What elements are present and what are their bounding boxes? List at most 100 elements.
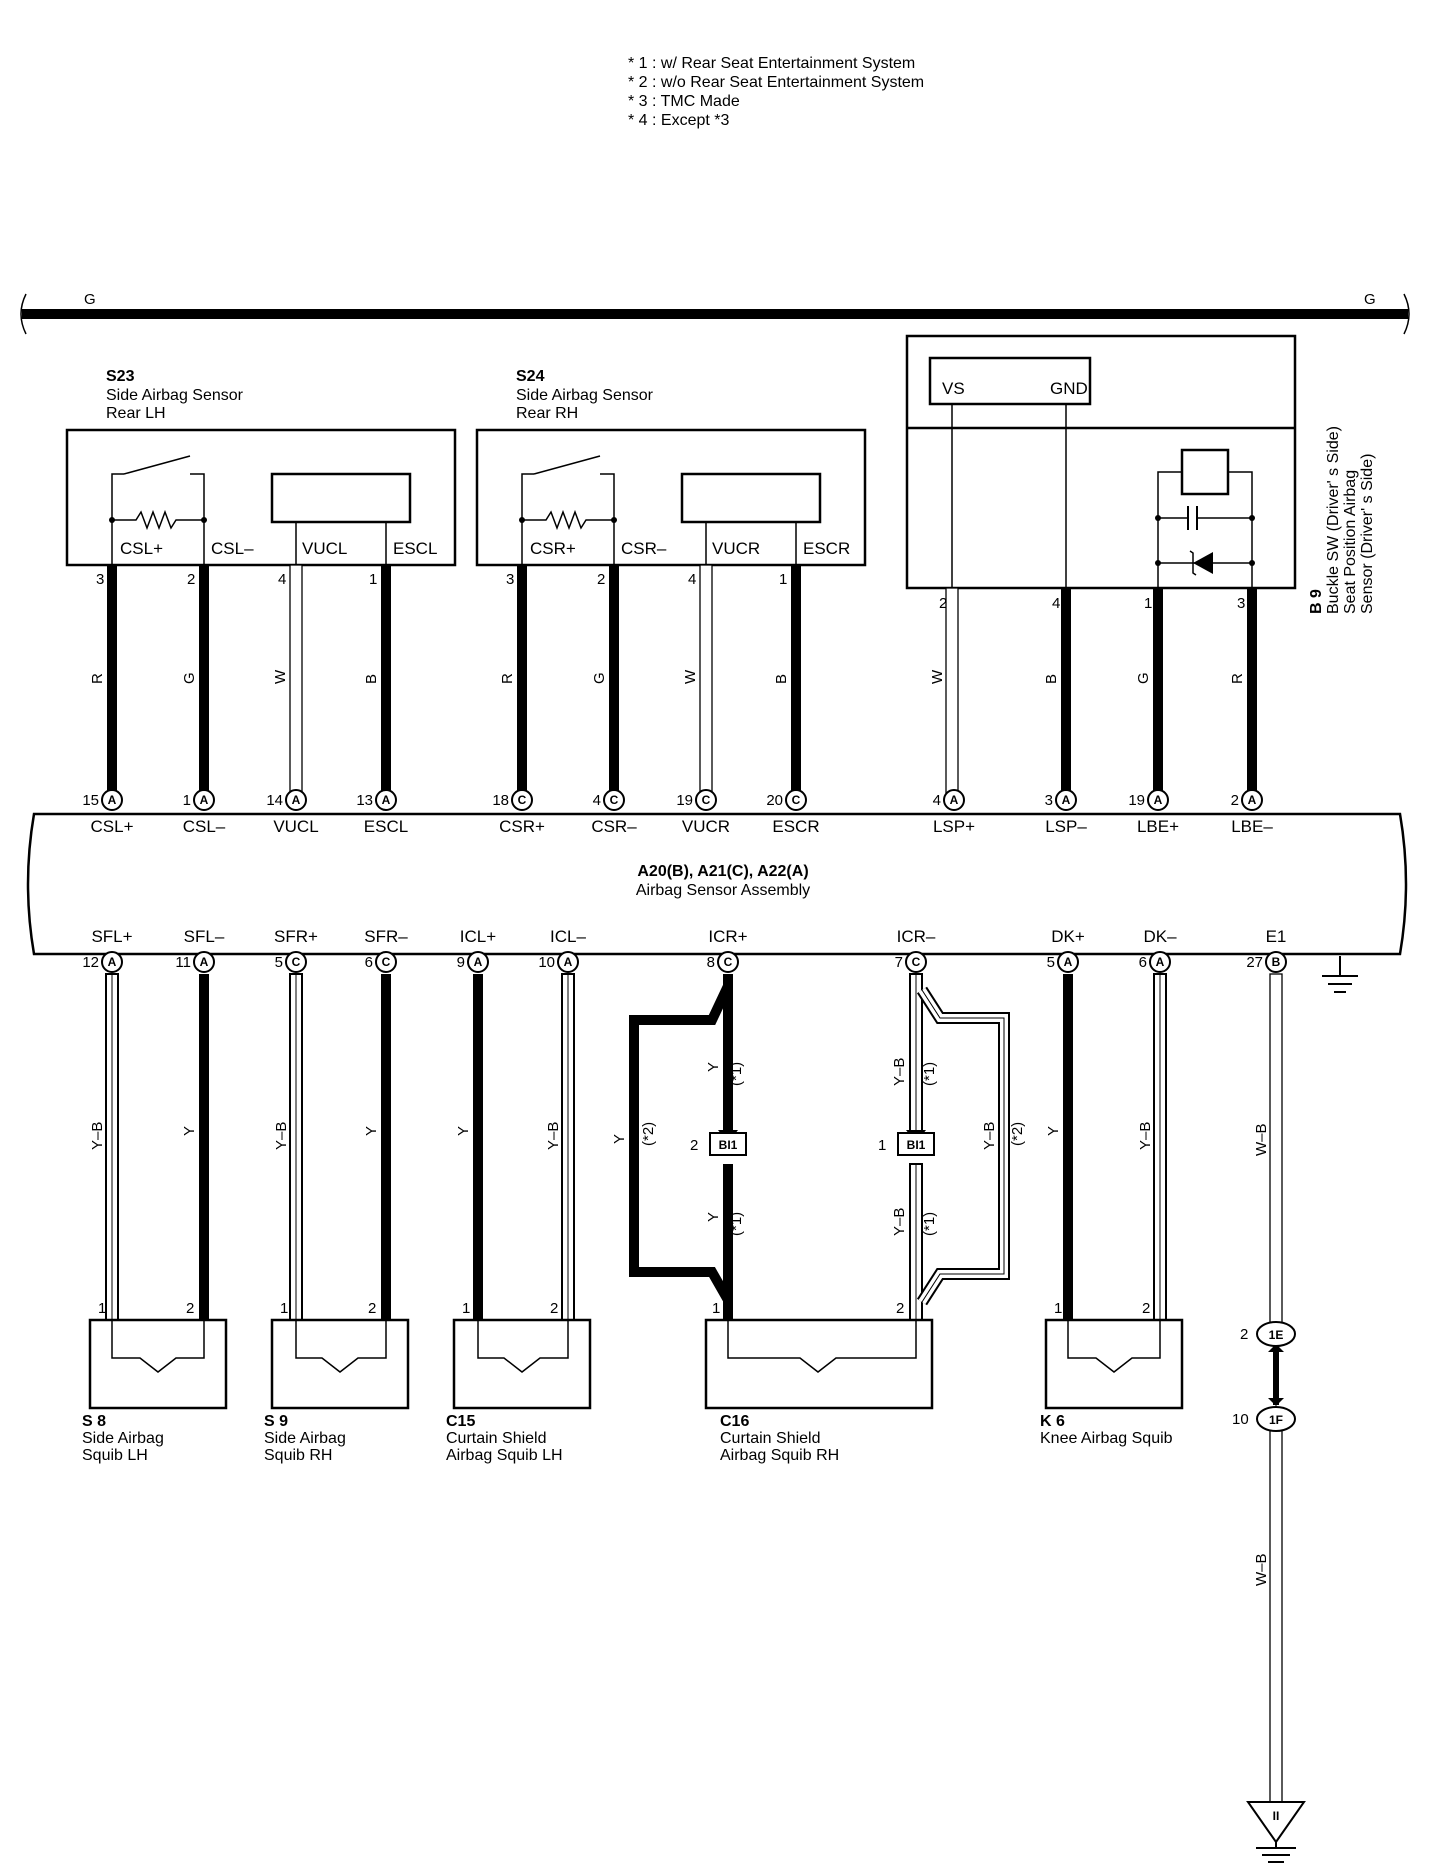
b9-line2: Seat Position Airbag xyxy=(1342,470,1359,614)
connector-circle xyxy=(695,789,717,811)
pin-number: 6 xyxy=(365,954,373,971)
s24-line2: Rear RH xyxy=(516,405,578,422)
s23-wire-color-1: R xyxy=(89,673,106,684)
connector-circle xyxy=(285,951,307,973)
connector-1f: 1F 10 xyxy=(1232,1406,1296,1432)
connector-letter: B xyxy=(1272,955,1281,969)
connector-letter: A xyxy=(200,793,209,807)
chassis-ground-icon xyxy=(1322,956,1358,993)
upper-wires: R G W B R G W B W B G R xyxy=(89,564,1257,797)
assembly-subtitle: Airbag Sensor Assembly xyxy=(636,882,810,899)
pin-label: ESCL xyxy=(364,817,408,836)
pin-number: 1 xyxy=(183,792,191,809)
airbag-sensor-assembly: A20(B), A21(C), A22(A) Airbag Sensor Ass… xyxy=(26,789,1408,993)
connector-circle xyxy=(1149,951,1171,973)
pin-number: 19 xyxy=(676,792,693,809)
assembly-bottom-pins: A12SFL+A11SFL–C5SFR+C6SFR–A9ICL+A10ICL–C… xyxy=(82,927,1287,973)
pin-number: 5 xyxy=(275,954,283,971)
connector-1e-pin: 2 xyxy=(1240,1326,1248,1343)
squib-s8-pin-2: 2 xyxy=(186,1300,194,1317)
squib-c15-line2: Airbag Squib LH xyxy=(446,1447,563,1464)
connector-circle xyxy=(193,789,215,811)
connector-letter: A xyxy=(1064,955,1073,969)
connector-letter: A xyxy=(1154,793,1163,807)
connector-circle xyxy=(785,789,807,811)
g-bus: G G xyxy=(20,291,1410,335)
s23-pin-num-1: 3 xyxy=(96,571,104,588)
pin-label: ESCR xyxy=(772,817,819,836)
s23-wire-color-4: B xyxy=(363,674,380,684)
b9-pin-num-4: 3 xyxy=(1237,595,1245,612)
connector-circle xyxy=(1241,789,1263,811)
connector-letter: C xyxy=(724,955,733,969)
pin-label: DK– xyxy=(1143,927,1177,946)
squib-s8-pin-1: 1 xyxy=(98,1300,106,1317)
pin-label: CSR+ xyxy=(499,817,545,836)
connector-circle xyxy=(467,951,489,973)
pin-label: ICL– xyxy=(550,927,586,946)
pin-number: 18 xyxy=(492,792,509,809)
icr-minus-upper-note: (*1) xyxy=(921,1062,938,1086)
pin-number: 9 xyxy=(457,954,465,971)
s24-line1: Side Airbag Sensor xyxy=(516,387,654,404)
junction-bi1-pin-2: 1 xyxy=(878,1137,886,1154)
bus-label-right: G xyxy=(1364,291,1376,308)
squib-c16-pin-2: 2 xyxy=(896,1300,904,1317)
pin-number: 15 xyxy=(82,792,99,809)
connector-circle xyxy=(1055,789,1077,811)
icr-plus-bypass-note: (*2) xyxy=(640,1122,657,1146)
wire-color-sfl-plus: Y–B xyxy=(89,1122,106,1150)
pin-label: VUCR xyxy=(682,817,730,836)
pin-number: 11 xyxy=(175,954,191,971)
pin-number: 10 xyxy=(538,954,555,971)
squib-c15-pin-2: 2 xyxy=(550,1300,558,1317)
squib-s9-line1: Side Airbag xyxy=(264,1430,346,1447)
wire-color-e1-lower: W–B xyxy=(1253,1553,1270,1586)
connector-letter: C xyxy=(518,793,527,807)
note-3: * 3 : TMC Made xyxy=(628,93,740,110)
pin-label: DK+ xyxy=(1051,927,1085,946)
s24-wire-color-3: W xyxy=(682,669,699,684)
connector-letter: A xyxy=(1062,793,1071,807)
b9-line1: Buckle SW (Driver' s Side) xyxy=(1325,426,1342,614)
pin-number: 20 xyxy=(766,792,783,809)
squib-c16-code: C16 xyxy=(720,1413,749,1430)
s23-pin-label-1: CSL+ xyxy=(120,539,163,558)
s24-code: S24 xyxy=(516,368,545,385)
connector-circle xyxy=(603,789,625,811)
connector-letter: A xyxy=(1156,955,1165,969)
pin-number: 4 xyxy=(593,792,601,809)
icr-minus-lower-color: Y–B xyxy=(891,1208,908,1236)
connector-circle xyxy=(1265,951,1287,973)
connector-letter: C xyxy=(792,793,801,807)
icr-minus-lower-note: (*1) xyxy=(921,1212,938,1236)
connector-circle xyxy=(511,789,533,811)
pin-label: E1 xyxy=(1266,927,1287,946)
s23-pin-num-3: 4 xyxy=(278,571,286,588)
wire-color-e1: W–B xyxy=(1253,1123,1270,1156)
squib-s9-line2: Squib RH xyxy=(264,1447,332,1464)
icr-minus-upper-color: Y–B xyxy=(891,1058,908,1086)
s23-pin-num-2: 2 xyxy=(187,571,195,588)
wire-color-sfr-minus: Y xyxy=(363,1126,380,1136)
b9-wire-color-2: B xyxy=(1043,674,1060,684)
squib-s9-pin-2: 2 xyxy=(368,1300,376,1317)
pin-label: SFL– xyxy=(184,927,225,946)
pin-label: LBE+ xyxy=(1137,817,1179,836)
s23-wire-color-2: G xyxy=(181,672,198,684)
squib-c16: 1 2 C16 Curtain Shield Airbag Squib RH xyxy=(704,1300,934,1464)
b9-gnd: GND xyxy=(1050,379,1088,398)
squib-s8: 1 2 S 8 Side Airbag Squib LH xyxy=(82,1300,228,1464)
wire-color-sfl-minus: Y xyxy=(181,1126,198,1136)
connector-letter: A xyxy=(950,793,959,807)
s23-line1: Side Airbag Sensor xyxy=(106,387,244,404)
s23-wire-color-3: W xyxy=(272,669,289,684)
